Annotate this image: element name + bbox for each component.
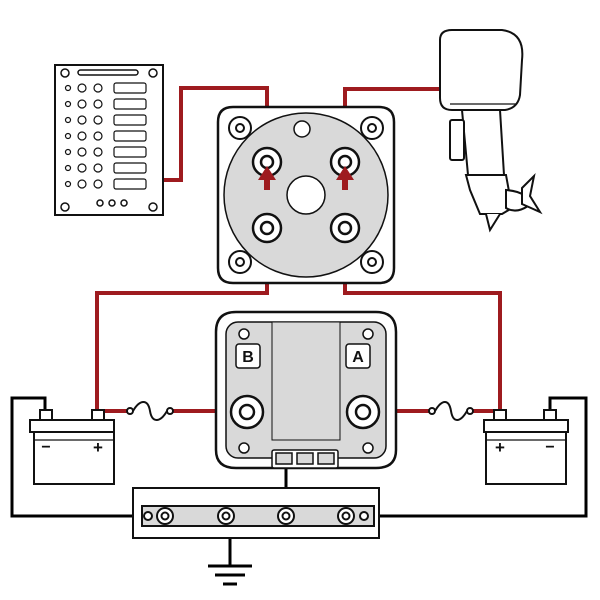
bus-stud-1 bbox=[143, 511, 153, 521]
battery-switch-arrows bbox=[258, 166, 354, 190]
bus-bar-studs bbox=[143, 507, 369, 525]
battery-a-negative-post bbox=[543, 409, 557, 421]
acr-studs bbox=[229, 394, 381, 430]
outboard-motor-skeg bbox=[485, 213, 501, 233]
outboard-motor-lower-unit bbox=[464, 174, 514, 215]
battery-b-negative-sign: − bbox=[41, 439, 50, 456]
acr-label-b: B bbox=[242, 349, 254, 366]
fuse-b-left-terminal bbox=[126, 407, 134, 415]
acr-center-panel bbox=[271, 321, 341, 441]
fuse-a-right-terminal bbox=[466, 407, 474, 415]
battery-a bbox=[483, 409, 569, 485]
fuse-panel-top-slot bbox=[77, 69, 139, 76]
fuse-panel-rows bbox=[64, 82, 147, 190]
fuse-panel-bottom-studs bbox=[96, 199, 128, 207]
fuse-panel bbox=[54, 64, 164, 216]
battery-a-negative-wire bbox=[366, 396, 588, 518]
text-labels: B A − + + − bbox=[41, 349, 554, 457]
acr-top-screws bbox=[238, 328, 374, 340]
battery-a-negative-sign: − bbox=[545, 439, 554, 456]
switch-arrow-right bbox=[336, 166, 354, 180]
outboard-motor-mount-bracket bbox=[449, 119, 465, 161]
fuse-b-right-terminal bbox=[166, 407, 174, 415]
battery-switch-center-knob bbox=[286, 175, 326, 215]
battery-b bbox=[29, 409, 115, 485]
battery-a-lid bbox=[483, 419, 569, 433]
battery-b-negative-post bbox=[39, 409, 53, 421]
battery-b-case bbox=[33, 431, 115, 485]
battery-switch-center-dot bbox=[293, 120, 311, 138]
acr-badge-b bbox=[235, 343, 261, 369]
acr-bottom-screws bbox=[238, 442, 374, 454]
automatic-charging-relay bbox=[214, 310, 398, 470]
battery-a-positive-sign: + bbox=[495, 438, 505, 457]
fuse-a bbox=[428, 401, 474, 421]
fuse-panel-corner-screws bbox=[60, 68, 158, 212]
outboard-motor-midsection bbox=[460, 109, 506, 176]
battery-b-positive-sign: + bbox=[93, 438, 103, 457]
fuse-a-left-terminal bbox=[428, 407, 436, 415]
switch-arrow-left bbox=[258, 166, 276, 180]
outboard-motor-propeller bbox=[521, 172, 543, 215]
battery-switch bbox=[216, 105, 396, 285]
battery-b-positive-post bbox=[91, 409, 105, 421]
fuse-b-element bbox=[132, 401, 168, 421]
bus-bar-strip bbox=[141, 505, 375, 527]
negative-bus-bar bbox=[132, 487, 380, 539]
battery-b-negative-wire bbox=[10, 396, 142, 518]
battery-switch-mounting-bolts bbox=[228, 116, 384, 274]
bus-stud-6 bbox=[359, 511, 369, 521]
outboard-motor-cowling bbox=[439, 29, 524, 111]
ground-symbol bbox=[208, 564, 252, 586]
acr-label-a: A bbox=[352, 349, 364, 366]
fuse-a-element bbox=[434, 401, 468, 421]
acr-badge-a bbox=[345, 343, 371, 369]
battery-a-case bbox=[485, 431, 567, 485]
battery-b-lid bbox=[29, 419, 115, 433]
acr-connector-block bbox=[271, 449, 339, 469]
outboard-motor bbox=[439, 29, 543, 233]
fuse-b bbox=[126, 401, 174, 421]
acr-label-badges bbox=[235, 343, 371, 369]
fuse-panel-plate bbox=[54, 64, 164, 216]
battery-a-positive-post bbox=[493, 409, 507, 421]
